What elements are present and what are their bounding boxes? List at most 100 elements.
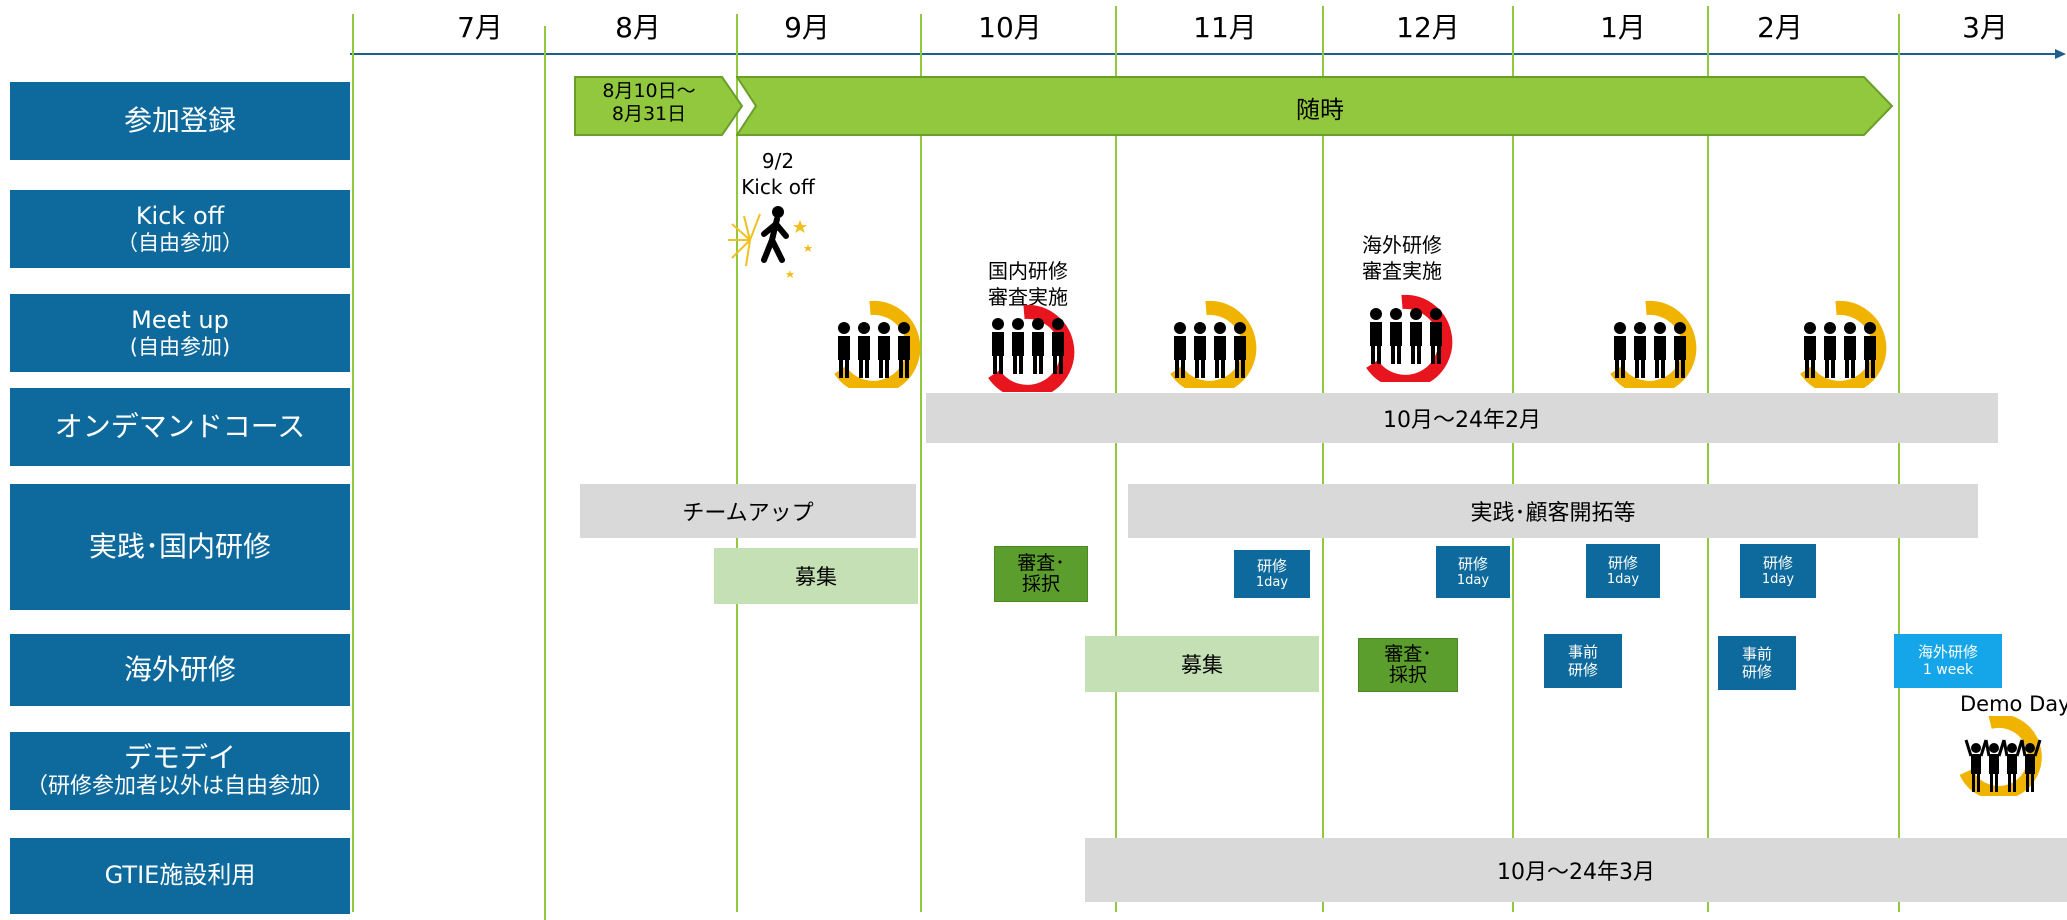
row-label-text: GTIE施設利用 [104, 861, 256, 890]
row-label-text: 海外研修 [123, 652, 236, 686]
meetup-group-icon [1800, 300, 1887, 388]
gridline-sep-oct [920, 14, 922, 912]
row-label-overseas: 海外研修 [10, 634, 350, 706]
overseas-recruit-bar: 募集 [1085, 636, 1319, 692]
kickoff-label: Kick off [741, 175, 815, 199]
pre-training-box: 事前 研修 [1718, 636, 1796, 690]
row-label-meetup: Meet up (自由参加) [10, 294, 350, 372]
row-label-sub: （研修参加者以外は自由参加） [25, 774, 334, 800]
facility-period-text: 10月～24年3月 [1497, 860, 1655, 885]
training-1day-line1: 研修 [1762, 554, 1793, 573]
row-label-ondemand: オンデマンドコース [10, 388, 350, 466]
month-nov: 11月 [1193, 11, 1257, 44]
domestic-review-box-line1: 審査･ [1017, 552, 1065, 575]
overseas-recruit-text: 募集 [1181, 653, 1223, 677]
domestic-review-line1: 国内研修 [988, 259, 1068, 283]
training-1day-box: 研修 1day [1436, 546, 1510, 598]
teamup-text: チームアップ [682, 501, 814, 526]
month-jan: 1月 [1600, 11, 1646, 44]
gridline-jan-feb [1707, 6, 1709, 912]
registration-early-line2: 8月31日 [611, 102, 687, 125]
practice-bar: 実践･顧客開拓等 [1128, 484, 1978, 538]
row-label-registration: 参加登録 [10, 82, 350, 160]
row-label-text: 参加登録 [123, 103, 236, 137]
facility-period-bar: 10月～24年3月 [1085, 838, 2067, 902]
training-1day-line2: 1day [1761, 572, 1795, 588]
training-1day-line2: 1day [1456, 573, 1490, 589]
month-dec: 12月 [1396, 11, 1460, 44]
row-label-sub: (自由参加) [129, 334, 231, 359]
ondemand-period-text: 10月～24年2月 [1383, 408, 1541, 433]
timeline-axis [350, 49, 2066, 59]
pre-training-line2: 研修 [1741, 663, 1772, 681]
meetup-review-group-icon [988, 304, 1075, 392]
registration-anytime-label: 随時 [1296, 96, 1344, 124]
month-jul: 7月 [457, 11, 503, 44]
ondemand-period-bar: 10月～24年2月 [926, 393, 1998, 443]
kickoff-annotation: 9/2 Kick off [741, 148, 815, 200]
registration-early-line1: 8月10日～ [602, 80, 696, 102]
month-mar: 3月 [1962, 11, 2008, 44]
training-1day-line1: 研修 [1256, 557, 1287, 576]
overseas-review-box: 審査･ 採択 [1358, 638, 1458, 692]
row-label-practice: 実践･国内研修 [10, 484, 350, 610]
training-1day-line2: 1day [1255, 575, 1289, 591]
month-oct: 10月 [978, 11, 1042, 44]
overseas-review-annotation: 海外研修 審査実施 [1362, 232, 1442, 284]
training-1day-box: 研修 1day [1586, 544, 1660, 598]
gridline-jul-aug [544, 26, 546, 920]
meetup-group-icon [1170, 300, 1257, 388]
domestic-review-annotation: 国内研修 審査実施 [988, 258, 1068, 310]
kickoff-fireworks-walker-icon [728, 206, 812, 278]
domestic-recruit-bar: 募集 [714, 548, 918, 604]
overseas-trip-line2: 1 week [1922, 661, 1974, 678]
row-label-text: Kick off [135, 202, 225, 231]
gridline-nov-dec [1322, 6, 1324, 912]
row-label-sub: （自由参加） [117, 230, 243, 255]
domestic-review-box: 審査･ 採択 [994, 546, 1088, 602]
training-1day-box: 研修 1day [1234, 550, 1310, 598]
demoday-cheering-icon [1960, 716, 2042, 796]
overseas-trip-box: 海外研修 1 week [1894, 634, 2002, 688]
month-aug: 8月 [615, 11, 661, 44]
domestic-review-box-line2: 採択 [1021, 573, 1060, 595]
row-label-text: オンデマンドコース [54, 409, 306, 443]
overseas-review-box-line1: 審査･ [1384, 643, 1432, 666]
training-1day-line1: 研修 [1457, 555, 1488, 574]
overseas-review-box-line2: 採択 [1388, 664, 1427, 686]
gridline-left [352, 14, 354, 912]
row-label-demoday: デモデイ （研修参加者以外は自由参加） [10, 732, 350, 810]
registration-early-label: 8月10日～ 8月31日 [574, 80, 724, 126]
pre-training-line2: 研修 [1567, 661, 1598, 679]
kickoff-date: 9/2 [761, 149, 795, 173]
meetup-group-icon [834, 300, 921, 388]
gridline-dec-jan [1512, 6, 1514, 912]
training-1day-line1: 研修 [1607, 554, 1638, 573]
pre-training-line1: 事前 [1567, 643, 1598, 661]
domestic-recruit-text: 募集 [795, 565, 837, 589]
row-label-text: デモデイ [123, 741, 236, 775]
registration-early-arrow [574, 76, 744, 136]
gridline-feb-mar [1898, 14, 1900, 912]
row-label-kickoff: Kick off （自由参加） [10, 190, 350, 268]
training-1day-line2: 1day [1606, 572, 1640, 588]
training-1day-box: 研修 1day [1740, 544, 1816, 598]
pre-training-line1: 事前 [1741, 645, 1772, 663]
meetup-review-group-icon [1366, 294, 1453, 382]
demoday-label: Demo Day [1960, 692, 2067, 716]
overseas-review-line2: 審査実施 [1362, 259, 1442, 283]
gridline-oct-nov [1115, 6, 1117, 912]
practice-text: 実践･顧客開拓等 [1470, 501, 1636, 526]
month-feb: 2月 [1757, 11, 1803, 44]
row-label-text: 実践･国内研修 [88, 529, 271, 563]
month-sep: 9月 [784, 11, 830, 44]
meetup-group-icon [1610, 300, 1697, 388]
row-label-facility: GTIE施設利用 [10, 838, 350, 914]
pre-training-box: 事前 研修 [1544, 634, 1622, 688]
teamup-bar: チームアップ [580, 484, 916, 538]
row-label-text: Meet up [131, 306, 229, 335]
registration-anytime-arrow-body [736, 76, 1894, 136]
overseas-review-line1: 海外研修 [1362, 233, 1442, 257]
gridline-aug-sep [736, 14, 738, 912]
overseas-trip-line1: 海外研修 [1917, 642, 1978, 661]
